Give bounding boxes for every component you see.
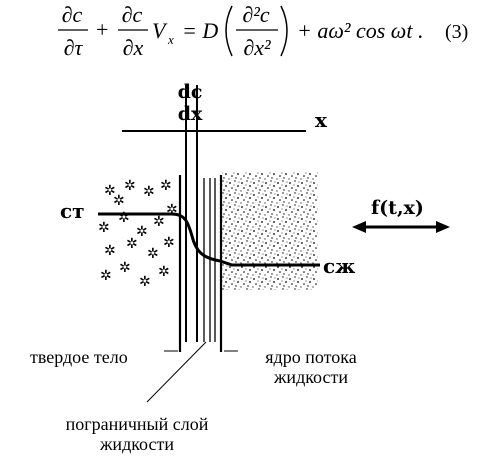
liquid-core-region [222, 172, 318, 290]
svg-text:✲: ✲ [124, 178, 136, 194]
svg-text:✲: ✲ [113, 193, 125, 209]
svg-text:✲: ✲ [104, 183, 116, 199]
solid-concentration-label: cт [60, 199, 85, 223]
svg-text:✲: ✲ [166, 202, 178, 218]
svg-text:✲: ✲ [139, 274, 151, 290]
eq-equals-D: = D [182, 18, 218, 43]
liquid-concentration-label: cж [323, 254, 355, 278]
label-solid-body: твердое тело [30, 347, 128, 367]
eq-velocity: V [152, 18, 168, 43]
svg-text:✲: ✲ [100, 268, 112, 284]
label-liquid-core: ядро потока жидкости [256, 347, 366, 387]
eq-term2-denominator: ∂x [123, 35, 144, 60]
svg-text:✲: ✲ [158, 264, 170, 280]
eq-right-paren [280, 5, 288, 57]
eq-term2-numerator: ∂c [122, 2, 143, 27]
solid-particles: ✲✲✲✲ ✲✲✲✲ ✲✲✲✲ ✲✲✲✲ ✲✲ [98, 178, 178, 290]
label-liquid-core-line2: жидкости [274, 367, 348, 387]
force-label: f(t,x) [371, 197, 424, 219]
eq-number: (3) [445, 21, 468, 43]
equation-3: ∂c ∂τ + ∂c ∂x V x = D ∂²c ∂x² + aω² cos … [58, 2, 468, 60]
concentration-profile-curve [98, 212, 320, 267]
svg-text:✲: ✲ [147, 246, 159, 262]
eq-term1-numerator: ∂c [62, 2, 83, 27]
boundary-leader-line [146, 341, 207, 403]
label-boundary-layer-line2: жидкости [100, 434, 174, 454]
svg-text:✲: ✲ [118, 210, 130, 226]
x-axis-label: x [315, 108, 328, 132]
label-liquid-core-line1: ядро потока [265, 347, 357, 367]
dc-label: dc [178, 81, 203, 103]
svg-text:✲: ✲ [98, 220, 110, 236]
eq-velocity-subscript: x [167, 32, 174, 47]
svg-text:✲: ✲ [160, 178, 172, 194]
svg-text:✲: ✲ [136, 224, 148, 240]
dx-label: dx [178, 103, 203, 125]
svg-text:✲: ✲ [119, 260, 131, 276]
svg-text:✲: ✲ [163, 235, 175, 251]
label-boundary-layer: пограничный слой жидкости [62, 414, 212, 454]
eq-rhs-numerator: ∂²c [242, 2, 269, 27]
boundary-layer-lines [178, 85, 223, 352]
svg-text:✲: ✲ [143, 184, 155, 200]
label-boundary-layer-line1: пограничный слой [65, 414, 209, 434]
eq-left-paren [225, 5, 233, 57]
diagram: dc dx x ✲✲✲✲ ✲✲✲✲ ✲✲✲✲ ✲✲✲✲ ✲✲ cт [60, 81, 450, 403]
eq-rhs-tail: + aω² cos ωt . [297, 18, 423, 43]
double-arrow-icon [352, 221, 450, 233]
eq-rhs-denominator: ∂x² [243, 35, 271, 60]
svg-text:✲: ✲ [126, 236, 138, 252]
eq-term1-denominator: ∂τ [64, 35, 84, 60]
svg-text:✲: ✲ [153, 214, 165, 230]
eq-plus-1: + [96, 17, 108, 42]
svg-text:✲: ✲ [104, 243, 116, 259]
